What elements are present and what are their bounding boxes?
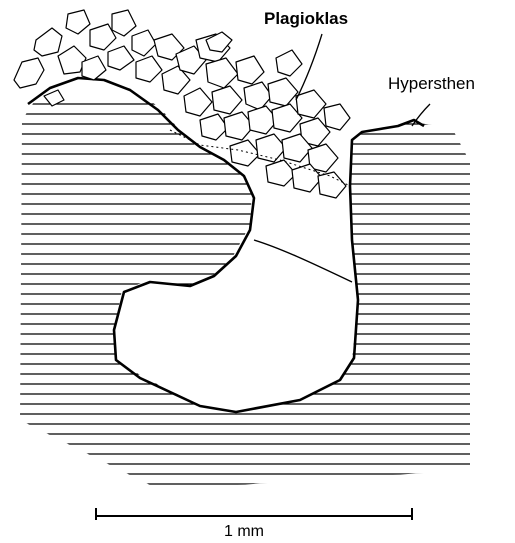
plagioclase-leader-line [296, 34, 322, 100]
scale-bar-label: 1 mm [224, 523, 264, 540]
plagioclase-label: Plagioklas [264, 9, 348, 28]
hypersthene-label: Hypersthen [388, 74, 475, 93]
inclusion-internal-boundary [254, 240, 352, 282]
scale-bar [96, 508, 412, 520]
